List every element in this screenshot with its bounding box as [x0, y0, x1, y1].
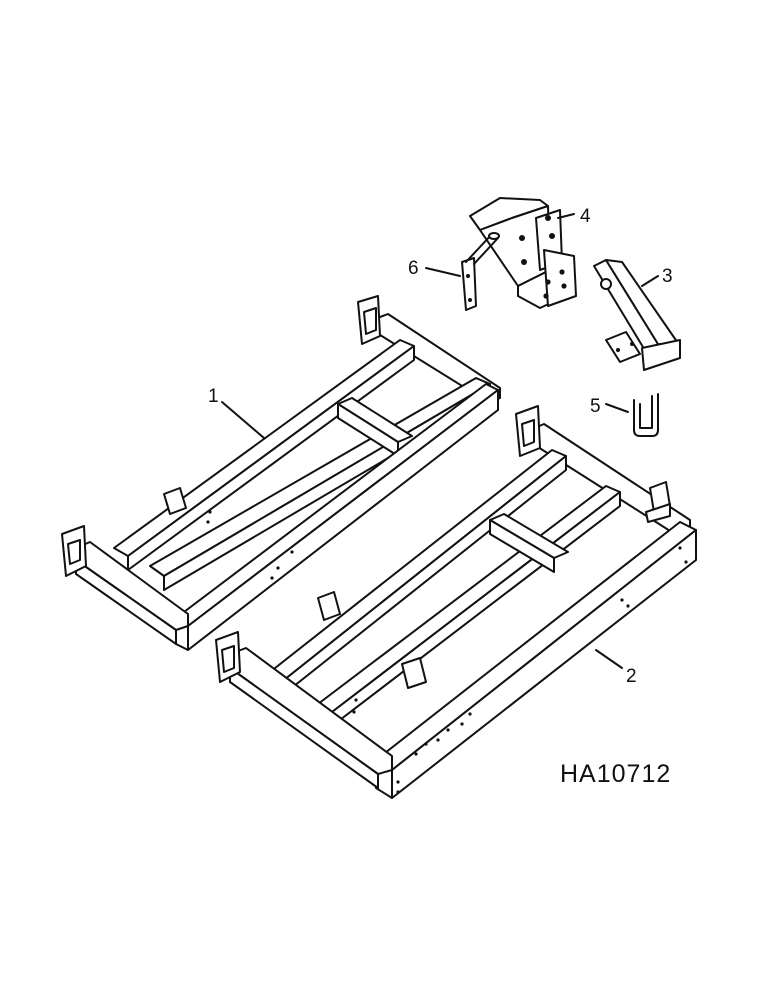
callout-5: 5 — [590, 396, 601, 417]
bracket-part-4 — [469, 197, 577, 309]
callout-6: 6 — [408, 258, 419, 279]
callout-1: 1 — [208, 386, 219, 407]
drawing-id: HA10712 — [560, 760, 671, 788]
u-bolt-part-5 — [633, 393, 659, 437]
pin-part-6 — [461, 232, 500, 311]
frame-1 — [61, 295, 501, 651]
callout-2: 2 — [626, 666, 637, 687]
callout-4: 4 — [580, 206, 591, 227]
leader-lines — [221, 213, 659, 669]
hitch-part-3 — [593, 259, 681, 371]
frame-2 — [215, 405, 697, 799]
callout-3: 3 — [662, 266, 673, 287]
